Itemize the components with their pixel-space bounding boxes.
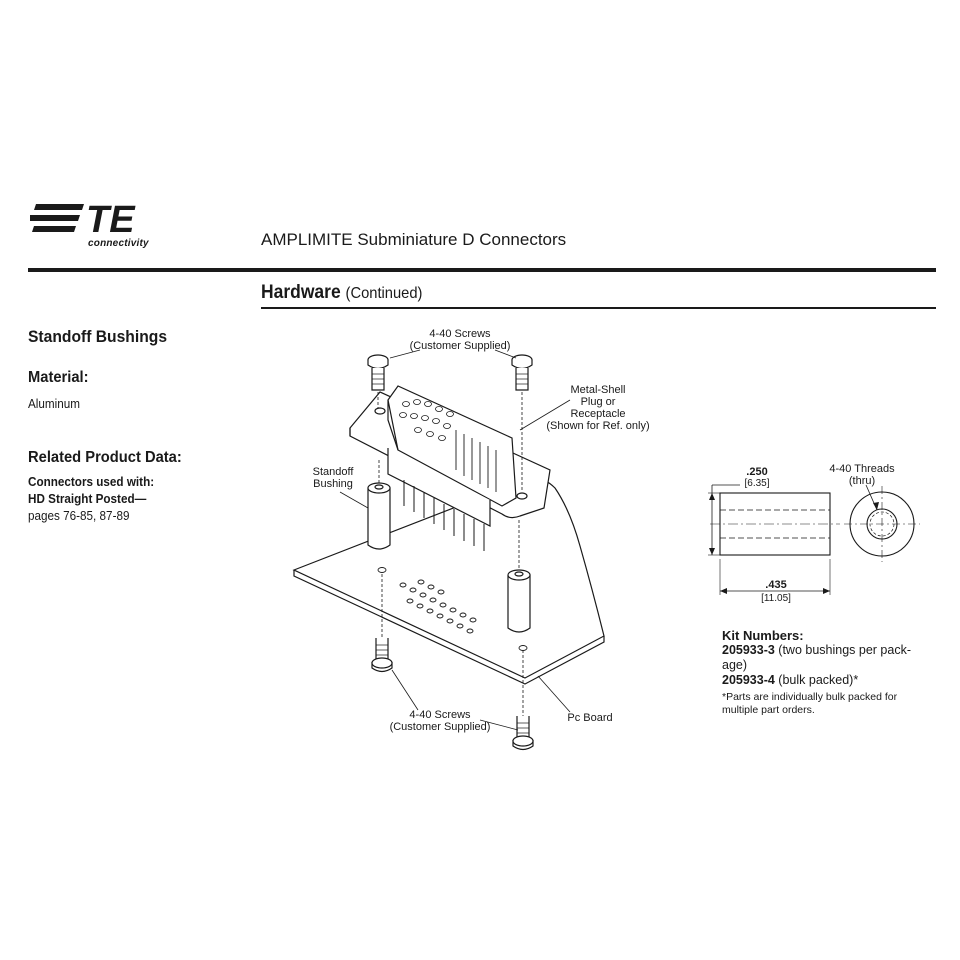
document-title: AMPLIMITE Subminiature D Connectors [261,230,567,249]
material-value: Aluminum [28,396,81,411]
section-continued: (Continued) [345,285,423,302]
exploded-assembly-diagram: 4-40 Screws (Customer Supplied) Metal-Sh… [292,328,650,751]
label-shell-1: Metal-Shell [570,384,625,396]
header-rule [28,268,936,272]
label-screws-top-2: (Customer Supplied) [410,340,511,352]
bottom-screw-left [371,574,393,673]
label-shell-3: Receptacle [570,408,625,420]
section-title-text: Hardware [261,282,341,303]
top-screw-right [511,354,533,492]
top-screw-left [367,354,389,408]
kit-item-2-number: 205933-4 [722,673,775,687]
label-shell-4: (Shown for Ref. only) [546,420,649,432]
bushing-detail-drawing: .250 [6.35] 4-40 Threads (thru) .435 [11… [708,463,920,604]
material-label: Material: [28,369,89,386]
standoff-bushing-left [367,460,391,550]
kit-item-1-number: 205933-3 [722,643,775,657]
bottom-screw-right [512,650,534,751]
kit-heading: Kit Numbers: [722,628,804,643]
label-screws-top-1: 4-40 Screws [429,328,491,340]
connector-type: HD Straight Posted— [28,491,147,506]
label-screws-bottom-1: 4-40 Screws [409,709,471,721]
label-shell-2: Plug or [581,396,616,408]
logo-text: TE [86,200,136,241]
standoff-bushing-right [507,520,531,633]
kit-item-2: 205933-4 (bulk packed)* [722,673,932,688]
label-standoff-2: Bushing [313,478,353,490]
d-sub-connector [349,385,551,551]
label-threads-1: 4-40 Threads [829,463,895,475]
kit-footnote: *Parts are individually bulk packed for … [722,691,898,716]
label-standoff-1: Standoff [313,466,355,478]
connectors-used-label: Connectors used with: [28,474,155,489]
pages-reference: pages 76-85, 87-89 [28,508,130,523]
te-logo-icon: TE [30,200,136,241]
kit-item-1-desc: (two bushings per pack-age) [722,643,912,672]
logo-subtitle: connectivity [88,238,149,249]
kit-numbers-block: Kit Numbers: 205933-3 (two bushings per … [722,628,932,688]
section-rule [261,307,936,309]
label-threads-2: (thru) [849,475,875,487]
dim-length-mm: [11.05] [761,593,791,604]
dim-diameter-in: .250 [746,466,767,478]
standoff-heading: Standoff Bushings [28,327,168,346]
related-label: Related Product Data: [28,449,182,466]
dim-length-in: .435 [765,579,786,591]
label-pc-board: Pc Board [567,712,612,724]
dim-diameter-mm: [6.35] [744,478,769,489]
kit-item-1: 205933-3 (two bushings per pack-age) [722,643,932,673]
section-title: Hardware (Continued) [261,282,422,304]
kit-item-2-desc: (bulk packed)* [774,673,859,687]
label-screws-bottom-2: (Customer Supplied) [390,721,491,733]
